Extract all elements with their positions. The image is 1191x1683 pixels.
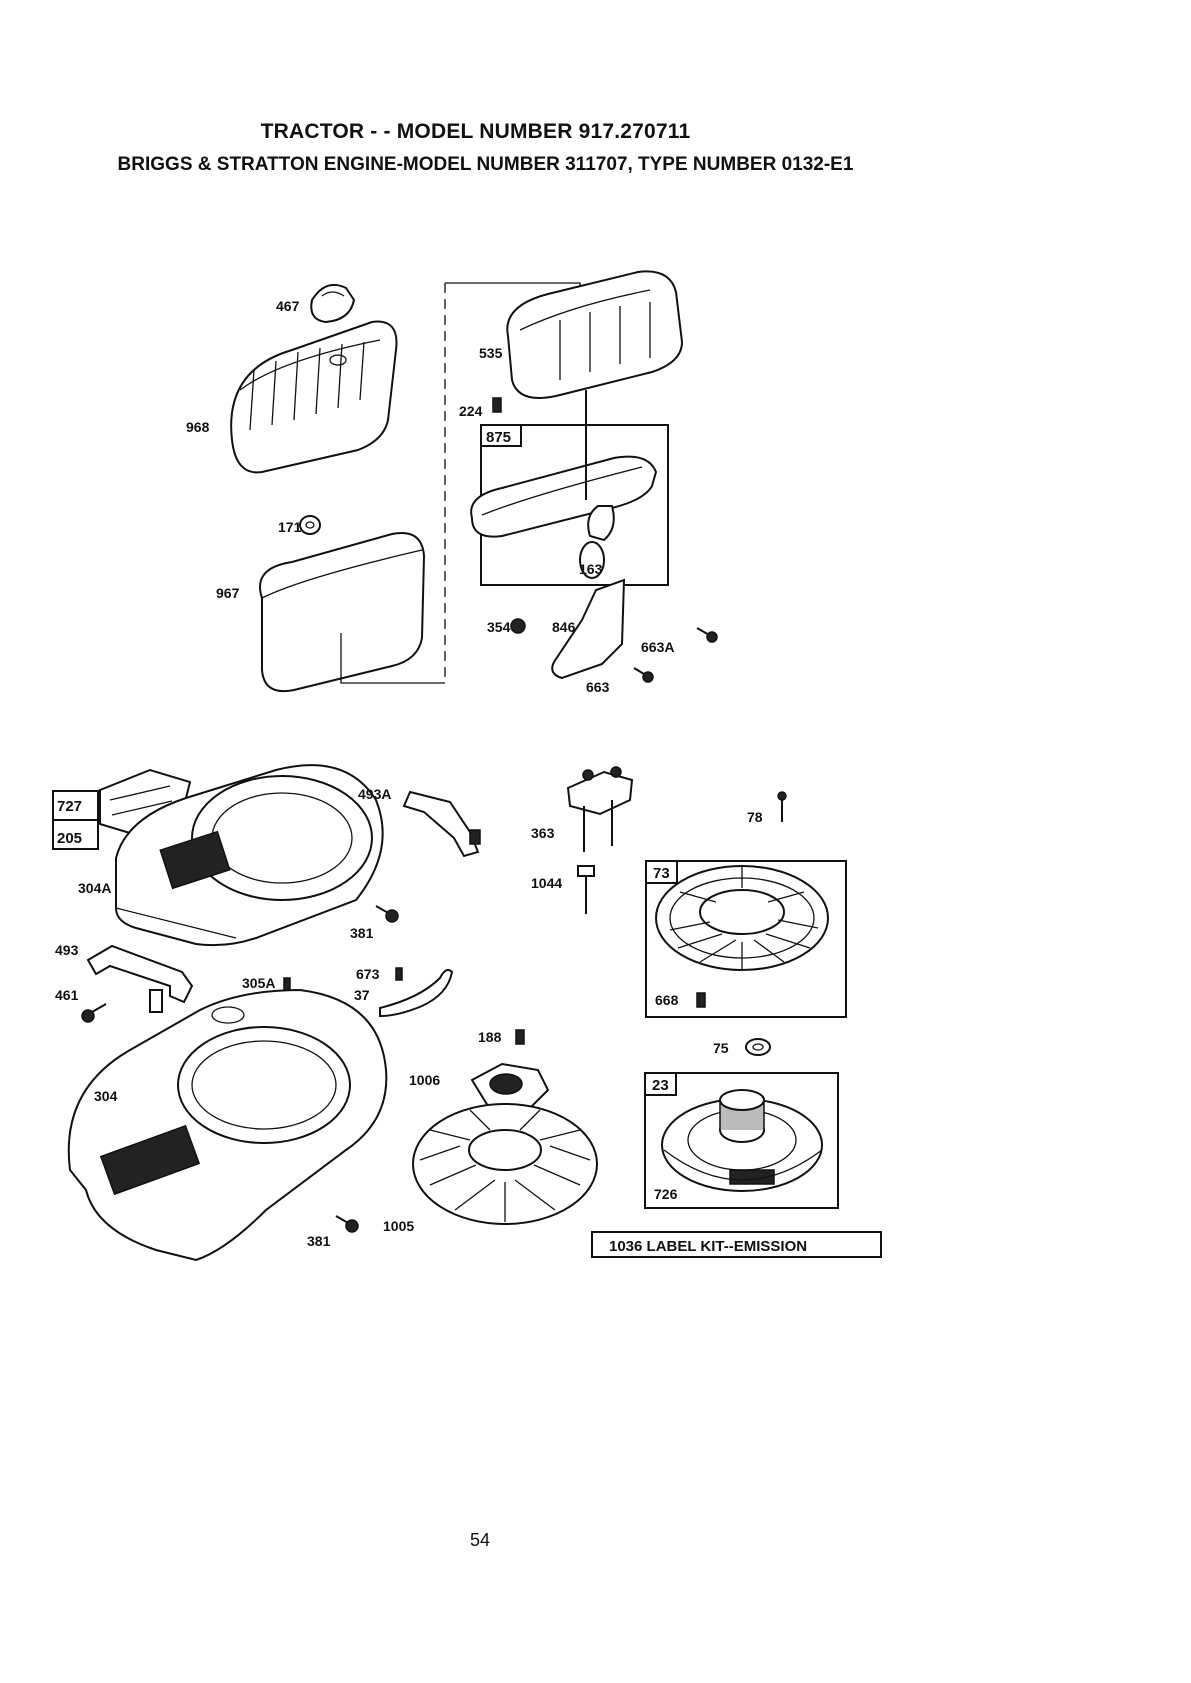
part-668-screw [697,993,705,1007]
callout-535: 535 [479,345,503,361]
callout-1005: 1005 [383,1218,414,1234]
callout-875: 875 [486,429,511,446]
callout-305A: 305A [242,975,275,991]
part-304-housing [69,990,387,1260]
callout-1006: 1006 [409,1072,440,1088]
part-171-grommet [300,516,320,534]
callout-493A: 493A [358,786,391,802]
callout-1044: 1044 [531,875,562,891]
part-73-grille [656,866,828,970]
part-967-precleaner [260,533,424,691]
part-188-screw [516,1030,524,1044]
callout-205: 205 [57,830,82,847]
callout-673: 673 [356,966,380,982]
callout-75: 75 [713,1040,729,1056]
callout-668: 668 [655,992,679,1008]
callout-304A: 304A [78,880,111,896]
part-461-screw [82,1004,106,1022]
callout-726: 726 [654,1186,678,1202]
part-467-knob [311,285,354,322]
callout-846: 846 [552,619,576,635]
part-23-flywheel [662,1090,822,1191]
part-75-nut [746,1039,770,1055]
part-1005-fan [413,1104,597,1224]
part-535-filter [507,271,682,398]
part-354-nut [511,619,525,633]
part-305A-screw [284,978,290,990]
callout-188: 188 [478,1029,502,1045]
part-1044-plug [578,866,594,914]
callout-461: 461 [55,987,79,1003]
callout-304: 304 [94,1088,118,1104]
part-37-vane [380,970,452,1016]
part-381-screw-lower [336,1216,358,1232]
part-78-pin [778,792,786,822]
part-663-screw [634,668,653,682]
part-493A-shield [404,792,480,856]
part-673-screw [396,968,402,980]
callout-171: 171 [278,519,302,535]
part-381-screw [376,906,398,922]
part-224-nut [493,398,501,412]
callout-23: 23 [652,1077,669,1094]
callout-354: 354 [487,619,511,635]
callout-163: 163 [579,561,603,577]
callout-493: 493 [55,942,79,958]
callout-968: 968 [186,419,210,435]
part-968-cover [231,322,396,473]
callout-224: 224 [459,403,483,419]
callout-78: 78 [747,809,763,825]
callout-363: 363 [531,825,555,841]
callout-37: 37 [354,987,370,1003]
callout-467: 467 [276,298,300,314]
callout-967: 967 [216,585,240,601]
part-363-bracket [568,767,632,852]
part-663A-screw [697,628,717,642]
part-493-bracket [88,946,192,1012]
label-kit-text: 1036 LABEL KIT--EMISSION [609,1238,807,1255]
callout-663A: 663A [641,639,674,655]
callout-381-upper: 381 [350,925,374,941]
callout-73: 73 [653,865,670,882]
callout-663: 663 [586,679,610,695]
callout-381-lower: 381 [307,1233,331,1249]
page-number: 54 [0,1530,960,1551]
callout-727: 727 [57,798,82,815]
